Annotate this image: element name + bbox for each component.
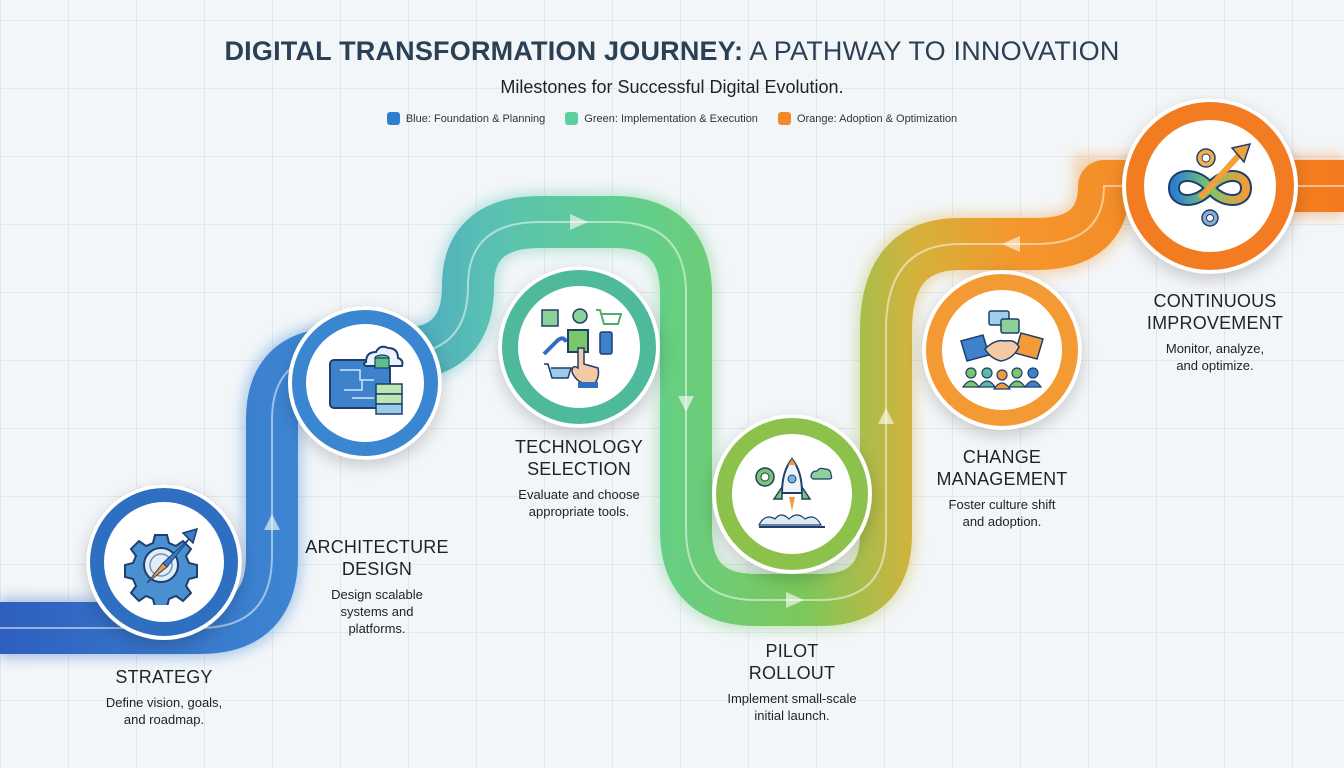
milestone-label-strategy: STRATEGY Define vision, goals, and roadm… — [84, 666, 244, 728]
rocket-launch-icon — [732, 434, 852, 554]
legend-swatch-green — [565, 112, 579, 125]
milestone-node-change-management[interactable] — [922, 270, 1082, 430]
milestone-description: Foster culture shift and adoption. — [948, 497, 1056, 529]
title-bold: DIGITAL TRANSFORMATION JOURNEY: — [224, 36, 744, 66]
milestone-node-strategy[interactable] — [86, 484, 242, 640]
legend-swatch-orange — [777, 112, 791, 125]
milestone-label-architecture-design: ARCHITECTURE DESIGN Design scalable syst… — [292, 536, 462, 637]
gear-compass-icon — [104, 502, 224, 622]
subtitle: Milestones for Successful Digital Evolut… — [500, 77, 844, 97]
milestone-description: Implement small-scale initial launch. — [727, 691, 857, 723]
milestone-title: STRATEGY — [115, 667, 213, 687]
title-light: A PATHWAY TO INNOVATION — [749, 36, 1120, 66]
milestone-description: Design scalable systems and platforms. — [331, 587, 423, 636]
milestone-title: ARCHITECTURE DESIGN — [305, 537, 449, 579]
handshake-team-icon — [942, 290, 1062, 410]
milestone-label-technology-selection: TECHNOLOGY SELECTION Evaluate and choose… — [494, 436, 664, 520]
milestone-title: TECHNOLOGY SELECTION — [514, 437, 644, 479]
infinity-gears-icon — [1144, 120, 1276, 252]
milestone-description: Monitor, analyze, and optimize. — [1165, 341, 1265, 373]
legend-item-orange: Orange: Adoption & Optimization — [777, 112, 958, 125]
direction-arrows — [264, 214, 1020, 608]
milestone-description: Define vision, goals, and roadmap. — [105, 695, 223, 727]
milestone-title: CONTINUOUS IMPROVEMENT — [1146, 291, 1284, 333]
legend-swatch-blue — [386, 112, 400, 125]
milestone-title: CHANGE MANAGEMENT — [936, 447, 1068, 489]
tech-tools-selection-icon — [518, 286, 640, 408]
milestone-title: PILOT ROLLOUT — [748, 641, 836, 683]
milestone-description: Evaluate and choose appropriate tools. — [518, 487, 640, 519]
milestone-label-continuous-improvement: CONTINUOUS IMPROVEMENT Monitor, analyze,… — [1130, 290, 1300, 374]
milestone-node-technology-selection[interactable] — [498, 266, 660, 428]
legend-item-green: Green: Implementation & Execution — [565, 112, 758, 125]
milestone-label-pilot-rollout: PILOT ROLLOUT Implement small-scale init… — [702, 640, 882, 724]
milestone-node-continuous-improvement[interactable] — [1122, 98, 1298, 274]
legend-item-blue: Blue: Foundation & Planning — [386, 112, 546, 125]
page-title: DIGITAL TRANSFORMATION JOURNEY: A PATHWA… — [0, 36, 1344, 67]
legend: Blue: Foundation & Planning Green: Imple… — [0, 112, 1344, 125]
legend-label: Green: Implementation & Execution — [584, 112, 758, 125]
header: DIGITAL TRANSFORMATION JOURNEY: A PATHWA… — [0, 36, 1344, 125]
milestone-node-pilot-rollout[interactable] — [712, 414, 872, 574]
legend-label: Orange: Adoption & Optimization — [796, 112, 958, 125]
blueprint-cloud-database-icon — [306, 324, 424, 442]
milestone-node-architecture-design[interactable] — [288, 306, 442, 460]
legend-label: Blue: Foundation & Planning — [405, 112, 546, 125]
milestone-label-change-management: CHANGE MANAGEMENT Foster culture shift a… — [924, 446, 1080, 530]
